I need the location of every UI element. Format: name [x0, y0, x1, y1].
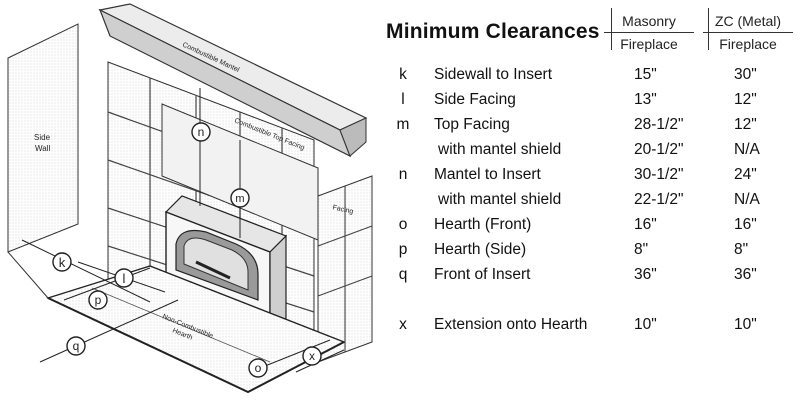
- row-masonry-value: 16": [634, 216, 657, 233]
- column-header-masonry: Masonry Fireplace: [604, 10, 694, 55]
- row-label: Hearth (Side): [434, 241, 527, 258]
- facing-label: Facing: [332, 204, 354, 215]
- row-masonry-value: 20-1/2": [634, 141, 684, 158]
- callout-l: l: [114, 268, 134, 288]
- row-masonry-value: 15": [634, 66, 657, 83]
- mantel-end: [339, 117, 367, 157]
- facing-tile-grid: [317, 186, 373, 352]
- row-letter: q: [398, 266, 408, 283]
- row-masonry-value: 22-1/2": [634, 191, 684, 208]
- side-wall-label-line2: Wall: [35, 144, 50, 153]
- table-row: q Front of Insert 36" 36": [378, 266, 796, 290]
- row-masonry-value: 30-1/2": [634, 166, 684, 183]
- callout-k: k: [52, 252, 72, 272]
- svg-text:n: n: [198, 125, 205, 139]
- row-label: with mantel shield: [438, 141, 562, 158]
- fireplace-clearance-diagram: Side Wall Facing Combustible Top Facing …: [7, 3, 373, 394]
- callout-q: q: [66, 336, 86, 356]
- row-label: Front of Insert: [434, 266, 531, 283]
- hearth-inner-line: [91, 287, 271, 363]
- svg-text:m: m: [235, 193, 244, 205]
- row-zc-value: 24": [734, 166, 757, 183]
- row-label: Extension onto Hearth: [434, 316, 588, 333]
- table-row: n Mantel to Insert 30-1/2" 24": [378, 166, 796, 190]
- svg-text:o: o: [255, 361, 262, 375]
- row-zc-value: 10": [734, 316, 757, 333]
- insert-side: [269, 234, 287, 338]
- insert-door-handle: [195, 260, 231, 280]
- row-masonry-value: 10": [634, 316, 657, 333]
- row-zc-value: 12": [734, 91, 757, 108]
- row-masonry-value: 13": [634, 91, 657, 108]
- column-header-zc: ZC (Metal) Fireplace: [703, 10, 793, 55]
- row-letter: l: [401, 91, 405, 108]
- row-masonry-value: 8": [634, 241, 649, 258]
- row-letter: k: [399, 66, 407, 83]
- table-title: Minimum Clearances: [386, 20, 600, 43]
- row-label: with mantel shield: [438, 191, 562, 208]
- svg-text:p: p: [95, 293, 102, 307]
- svg-text:k: k: [59, 255, 66, 270]
- row-zc-value: 30": [734, 66, 757, 83]
- column-header-zc-line1: ZC (Metal): [703, 10, 793, 33]
- row-letter: p: [398, 241, 408, 258]
- row-label: Mantel to Insert: [434, 166, 541, 183]
- row-label: Side Facing: [434, 91, 516, 108]
- column-header-masonry-line1: Masonry: [604, 10, 694, 33]
- svg-text:x: x: [309, 349, 315, 363]
- row-letter: m: [396, 116, 410, 133]
- column-header-zc-line2: Fireplace: [719, 36, 777, 52]
- table-row: o Hearth (Front) 16" 16": [378, 216, 796, 240]
- row-letter: o: [398, 216, 408, 233]
- insert-door-glass: [183, 237, 249, 291]
- side-wall-panel: [7, 23, 79, 253]
- table-row: with mantel shield 20-1/2" N/A: [378, 141, 796, 165]
- column-header-masonry-line2: Fireplace: [620, 36, 678, 52]
- row-masonry-value: 36": [634, 266, 657, 283]
- side-wall-label-line1: Side: [34, 133, 51, 142]
- row-zc-value: N/A: [734, 191, 760, 208]
- row-zc-value: 8": [734, 241, 749, 258]
- table-row: with mantel shield 22-1/2" N/A: [378, 191, 796, 215]
- row-zc-value: N/A: [734, 141, 760, 158]
- column-divider: [708, 8, 709, 50]
- table-row: x Extension onto Hearth 10" 10": [378, 316, 796, 340]
- row-label: Top Facing: [434, 116, 510, 133]
- row-label: Sidewall to Insert: [434, 66, 553, 83]
- column-divider: [611, 8, 612, 50]
- callout-n: n: [191, 122, 211, 142]
- floor-outline: [7, 251, 49, 299]
- table-row: p Hearth (Side) 8" 8": [378, 241, 796, 265]
- table-row: k Sidewall to Insert 15" 30": [378, 66, 796, 90]
- row-label: Hearth (Front): [434, 216, 532, 233]
- row-zc-value: 12": [734, 116, 757, 133]
- table-row: m Top Facing 28-1/2" 12": [378, 116, 796, 140]
- callout-m: m: [230, 188, 250, 208]
- callout-x: x: [302, 346, 322, 366]
- row-zc-value: 16": [734, 216, 757, 233]
- callout-p: p: [88, 290, 108, 310]
- row-masonry-value: 28-1/2": [634, 116, 684, 133]
- row-zc-value: 36": [734, 266, 757, 283]
- svg-text:q: q: [73, 339, 80, 353]
- row-letter: n: [398, 166, 408, 183]
- svg-text:l: l: [123, 271, 126, 286]
- row-letter: x: [399, 316, 407, 333]
- callout-o: o: [248, 358, 268, 378]
- minimum-clearances-table: Minimum Clearances Masonry Fireplace ZC …: [378, 8, 796, 388]
- table-row: l Side Facing 13" 12": [378, 91, 796, 115]
